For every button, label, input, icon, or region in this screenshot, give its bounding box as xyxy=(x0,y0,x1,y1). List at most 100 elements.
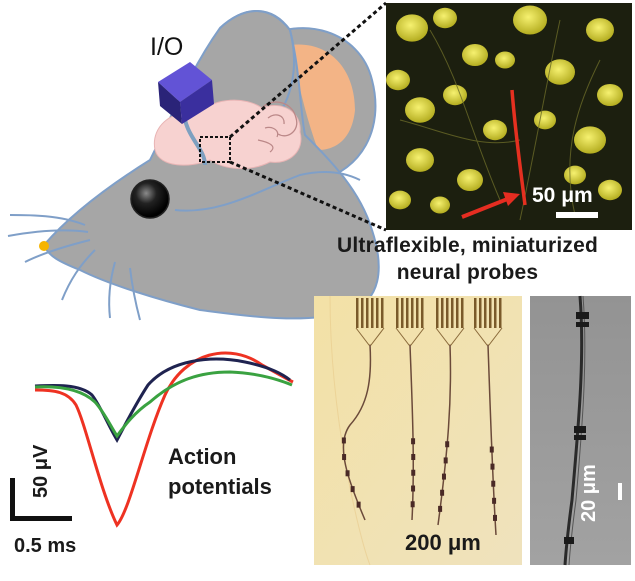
connector-pad xyxy=(406,298,409,328)
probe-shank xyxy=(437,344,452,526)
neuron-cell xyxy=(430,196,450,214)
voltage-scalebar xyxy=(10,478,15,516)
probe-array-photo xyxy=(314,295,522,566)
electrode-site xyxy=(345,470,350,477)
implant-site-box xyxy=(199,136,231,163)
connector-pad xyxy=(396,298,399,328)
mouse-nose xyxy=(39,241,49,251)
probe-scalebar xyxy=(618,483,622,500)
neuron-cell xyxy=(396,14,428,42)
connector-pad xyxy=(421,298,424,328)
neuron-cell xyxy=(495,51,515,69)
electrode-site xyxy=(411,438,416,445)
electrode-site xyxy=(356,501,361,508)
panel-caption: Ultraflexible, miniaturized neural probe… xyxy=(300,232,635,286)
connector-pad xyxy=(361,298,364,328)
connector-pad xyxy=(456,298,459,328)
cheek-line xyxy=(174,171,361,212)
io-headstage xyxy=(158,62,214,124)
connector-pad xyxy=(371,298,374,328)
probe-arrow xyxy=(461,196,511,219)
caption-line-1: Ultraflexible, miniaturized xyxy=(337,234,598,257)
neuron-cell xyxy=(457,168,483,192)
probe-arrowhead xyxy=(503,192,520,206)
electrode-site xyxy=(341,437,346,444)
array-scale-label: 200 μm xyxy=(405,530,481,555)
trace-navy xyxy=(34,357,291,444)
front-ear xyxy=(219,10,296,121)
neuron-cell xyxy=(406,148,434,172)
electrode-site xyxy=(443,457,448,464)
connector-pad xyxy=(401,298,404,328)
neuron-cell xyxy=(534,110,556,130)
electrode-site xyxy=(411,485,416,492)
trace-green xyxy=(34,370,293,439)
mouse-eye xyxy=(130,179,170,219)
neuron-cell xyxy=(483,119,507,141)
electrode-site xyxy=(440,489,445,496)
caption-line-2: neural probes xyxy=(396,261,539,284)
electrode-site xyxy=(411,469,416,476)
connector-pad xyxy=(446,298,449,328)
action-potential-traces xyxy=(34,351,294,528)
connector-pad xyxy=(451,298,454,328)
connector-pad xyxy=(411,298,414,328)
single-probe-photo xyxy=(530,295,631,566)
connector-pad xyxy=(479,298,482,328)
neuron-cell xyxy=(462,43,488,67)
neuron-cell xyxy=(513,5,547,35)
probe-shank xyxy=(487,344,497,536)
neuron-cell xyxy=(389,190,411,210)
micrograph-scalebar xyxy=(556,212,598,218)
fluorescence-micrograph xyxy=(386,3,632,230)
neuron-cell xyxy=(405,97,435,123)
io-label: I/O xyxy=(150,33,184,61)
connector-pad xyxy=(484,298,487,328)
zoom-line-bottom xyxy=(229,160,387,232)
time-scalebar xyxy=(10,516,72,521)
neuron-cell xyxy=(386,69,410,91)
neuron-cell xyxy=(545,59,575,85)
time-scale-label: 0.5 ms xyxy=(14,535,77,557)
implanted-probe xyxy=(510,89,527,206)
neuron-cells xyxy=(386,5,623,214)
neuron-cell xyxy=(574,126,606,154)
connector-pad xyxy=(436,298,439,328)
action-title-line-1: Action xyxy=(168,444,237,469)
neuron-cell xyxy=(597,83,623,107)
electrode-site xyxy=(441,473,446,480)
zoom-line-top xyxy=(229,1,387,139)
connector-pad xyxy=(376,298,379,328)
voltage-scale-label: 50 μV xyxy=(30,444,52,498)
electrode-site xyxy=(489,446,494,453)
probe-scale-label: 20 μm xyxy=(578,464,600,522)
neuron-cell xyxy=(598,179,622,201)
neuron-cell xyxy=(564,165,586,185)
probe-shanks xyxy=(341,298,503,536)
action-title-line-2: potentials xyxy=(168,474,272,499)
connector-pad xyxy=(381,298,384,328)
connector-pad xyxy=(461,298,464,328)
electrode-site xyxy=(492,497,497,504)
electrode-site xyxy=(491,480,496,487)
neuron-cell xyxy=(586,18,614,42)
electrode-site xyxy=(492,514,497,521)
connector-pad xyxy=(499,298,502,328)
connector-pad xyxy=(441,298,444,328)
connector-pad xyxy=(356,298,359,328)
mouse-illustration xyxy=(7,10,380,321)
electrode-site xyxy=(342,454,347,461)
neuron-cell xyxy=(433,7,457,29)
action-potentials-title: Action potentials xyxy=(168,442,272,502)
neuron-cell xyxy=(443,84,467,106)
electrode-site xyxy=(411,453,416,460)
connector-pad xyxy=(489,298,492,328)
whiskers xyxy=(7,214,141,321)
connector-pad xyxy=(416,298,419,328)
micrograph-scale-label: 50 μm xyxy=(532,184,593,207)
connector-pad xyxy=(366,298,369,328)
connector-pad xyxy=(474,298,477,328)
electrode-site xyxy=(445,441,450,448)
